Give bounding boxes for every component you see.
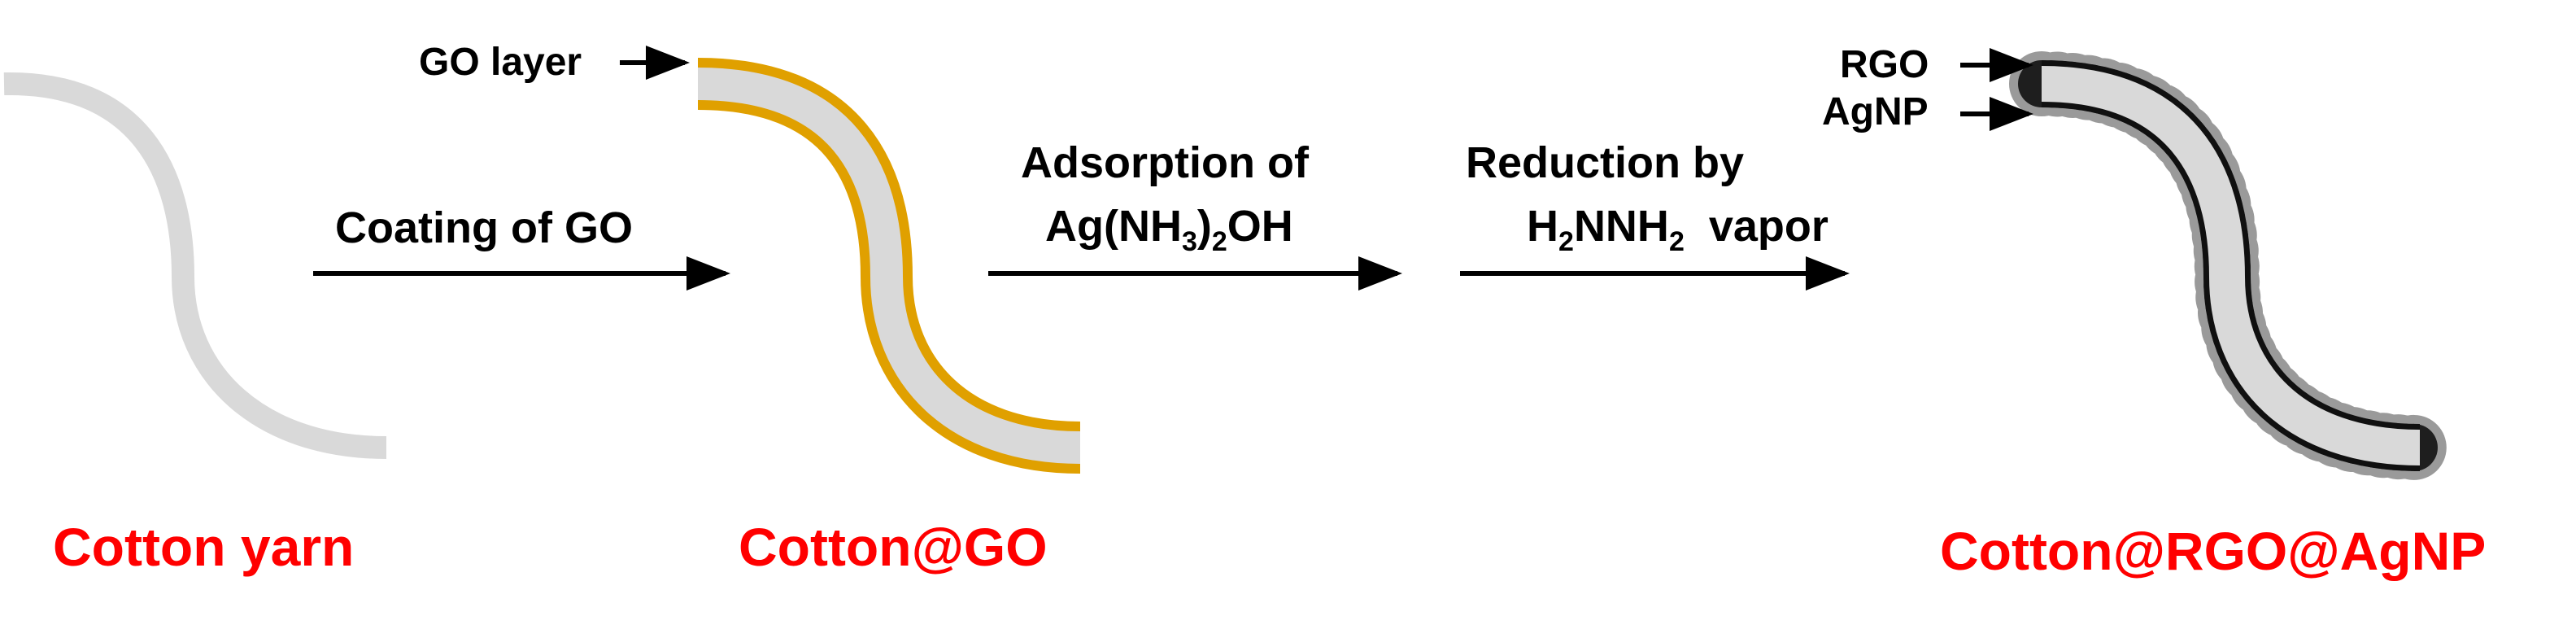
agnp-callout: AgNP [1822, 90, 1929, 133]
rgo-callout: RGO [1840, 43, 1929, 86]
cotton-rgo-agnp-figure [2009, 51, 2452, 480]
go-layer-callout: GO layer [419, 41, 582, 84]
step3-label-line2: H2NNH2 vapor [1466, 202, 1865, 257]
step2-label-line2: Ag(NH3)2OH [1045, 202, 1293, 257]
step2-label-line1: Adsorption of [1021, 138, 1310, 187]
stage-label-cotton-go: Cotton@GO [739, 517, 1048, 577]
step1-label: Coating of GO [335, 203, 633, 252]
stage-label-cotton-rgo-agnp: Cotton@RGO@AgNP [1940, 521, 2486, 581]
stage-label-cotton-yarn: Cotton yarn [53, 517, 354, 577]
cotton-yarn-figure [3, 72, 387, 459]
cotton-go-figure [697, 58, 1081, 474]
step3-label-line1: Reduction by [1466, 138, 1744, 187]
